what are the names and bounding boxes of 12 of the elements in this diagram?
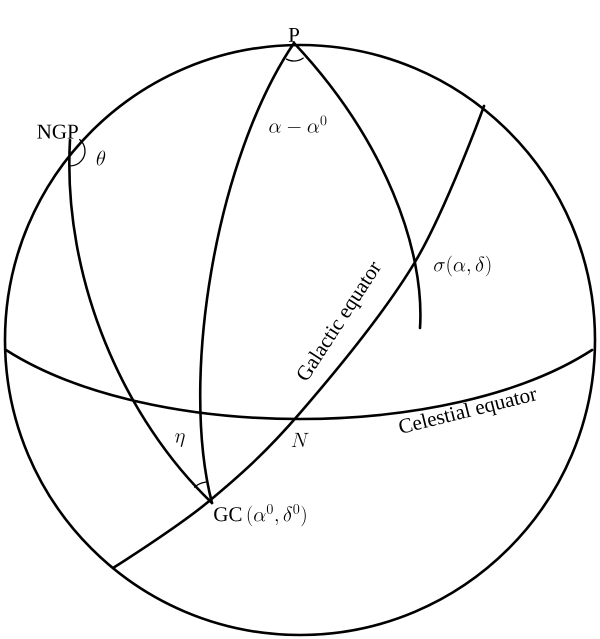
angle-label: $N$: [292, 432, 309, 448]
point-label: $\mathrm{P}$: [288, 28, 299, 42]
great-circle-arc: [198, 42, 296, 504]
angle-label: $\eta$: [175, 433, 185, 447]
angle-label: $\alpha-\alpha^0$: [269, 115, 326, 133]
great-circle-arc: [292, 42, 422, 330]
point-label: $\mathrm{NGP}$: [37, 124, 78, 139]
great-circle-arc: [68, 138, 214, 504]
point-label: $\mathrm{GC}\,(\alpha^0,\delta^0)$: [214, 504, 306, 526]
point-label: $\sigma(\alpha,\delta)$: [434, 256, 490, 276]
angle-label: $\theta$: [96, 150, 106, 166]
circle-label: Celestial equator: [399, 390, 536, 433]
